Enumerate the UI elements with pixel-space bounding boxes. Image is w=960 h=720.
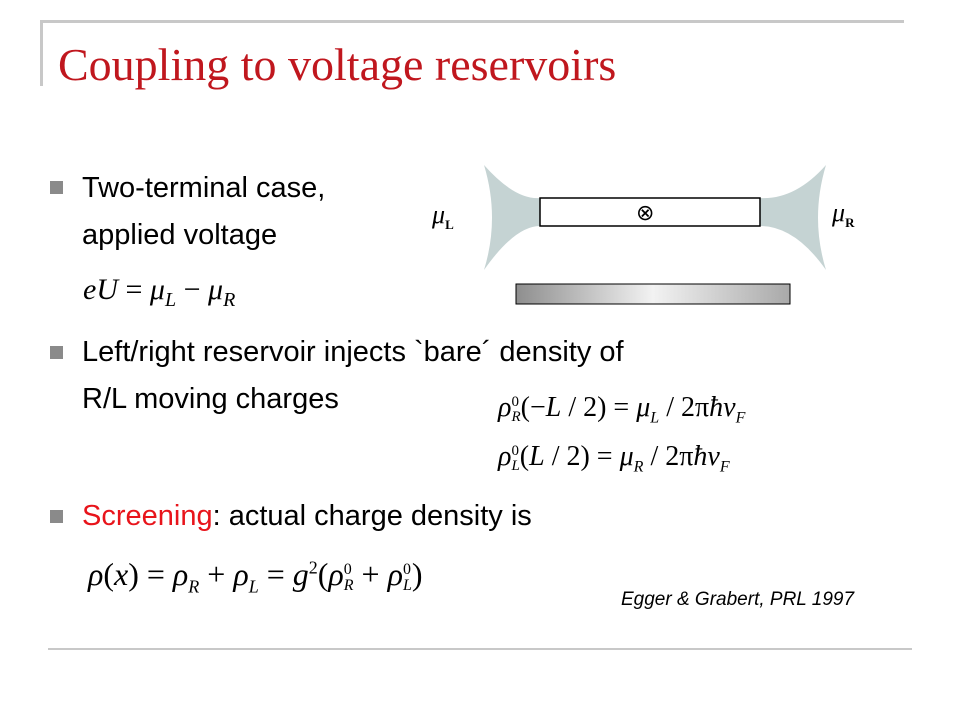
screening-highlight: Screening (82, 500, 213, 532)
mu-right-label: μR (832, 198, 855, 231)
reservoir-diagram (484, 165, 826, 305)
equation-eU: eU = μL − μR (83, 273, 236, 311)
bullet-3-rest: : actual charge density is (212, 500, 532, 532)
bullet-2-line-2: R/L moving charges (82, 383, 339, 415)
bullet-marker-2 (50, 346, 63, 359)
frame-top-line (40, 20, 904, 23)
slide-title: Coupling to voltage reservoirs (58, 39, 617, 90)
right-reservoir (760, 165, 826, 270)
gate-electrode (515, 283, 791, 305)
bullet-marker-1 (50, 181, 63, 194)
left-reservoir (484, 165, 540, 270)
frame-left-line (40, 20, 43, 86)
bullet-2-line-1: Left/right reservoir injects `bare´ dens… (82, 336, 624, 368)
bullet-1-line-1: Two-terminal case, (82, 172, 326, 204)
center-cross-symbol: ⊗ (636, 200, 655, 225)
bullet-3-line: Screening: actual charge density is (82, 498, 532, 534)
mu-left-label: μL (432, 200, 454, 233)
footer-line (48, 648, 912, 650)
bullet-1-line-2: applied voltage (82, 219, 278, 251)
quantum-wire (539, 197, 761, 227)
bullet-marker-3 (50, 510, 63, 523)
citation: Egger & Grabert, PRL 1997 (621, 589, 855, 610)
